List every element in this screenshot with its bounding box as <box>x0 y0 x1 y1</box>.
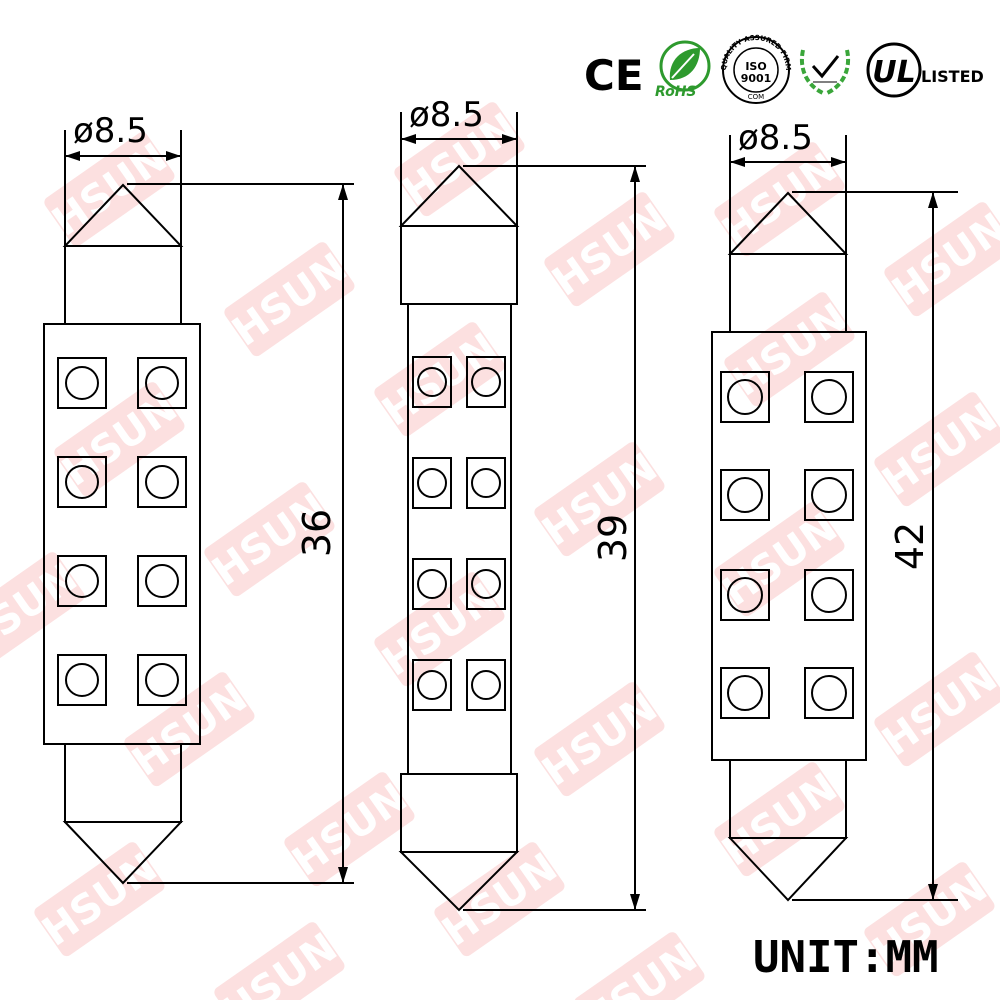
watermark-stamp: HSUN <box>724 292 856 407</box>
certification-logos: CE RoHS QUALITY ASSURED FIRM ISO 9001 CO… <box>584 34 984 104</box>
watermark-stamp: HSUN <box>434 842 566 957</box>
ul-logo-icon: UL LISTED <box>866 42 984 98</box>
iso-logo-icon: QUALITY ASSURED FIRM ISO 9001 COM <box>720 34 792 104</box>
watermark-stamp: HSUN <box>714 502 846 617</box>
svg-text:RoHS: RoHS <box>655 84 697 100</box>
watermark-stamp: HSUN <box>214 922 346 1000</box>
bulb-2-top-cap <box>400 225 518 305</box>
check-leaf-logo-icon <box>800 49 850 96</box>
bulb-3-length-label: 42 <box>888 522 932 570</box>
watermark-stamp: HSUN <box>534 682 666 797</box>
svg-text:9001: 9001 <box>741 72 772 85</box>
watermark-stamp: HSUN <box>284 772 416 887</box>
watermark-stamp: HSUN <box>374 322 506 437</box>
svg-text:ISO: ISO <box>745 60 766 73</box>
bulb-1-diameter-label: ø8.5 <box>73 111 148 151</box>
bulb-1-bottom-tip <box>62 821 184 885</box>
bulb-2-diameter-label: ø8.5 <box>409 95 484 135</box>
svg-text:HSUN: HSUN <box>214 924 345 1000</box>
bulb-2-bottom-cap <box>400 773 518 853</box>
ce-mark-icon: CE <box>584 51 644 100</box>
watermark-stamp: HSUN <box>54 382 186 497</box>
svg-text:COM: COM <box>748 93 764 101</box>
bulb-1-led-grid <box>57 357 187 706</box>
bulb-3-diameter-label: ø8.5 <box>738 118 813 158</box>
bulb-1-top-neck <box>64 245 182 325</box>
bulb-3-led-grid <box>720 371 854 719</box>
svg-text:LISTED: LISTED <box>921 67 984 86</box>
bulb-2-length-label: 39 <box>591 514 635 562</box>
bulb-3-bottom-tip <box>727 837 849 902</box>
bulb-39mm <box>398 112 646 912</box>
watermark-stamp: HSUN <box>574 932 706 1000</box>
watermark-stamp: HSUN <box>124 672 256 787</box>
svg-text:UL: UL <box>872 55 915 90</box>
rohs-logo-icon: RoHS <box>655 40 711 100</box>
watermark-stamp: HSUN <box>714 762 846 877</box>
watermark-stamp: HSUN <box>874 652 1000 767</box>
unit-label: UNIT:MM <box>753 932 938 983</box>
bulb-42mm <box>711 135 958 902</box>
watermark-stamp: HSUN <box>544 192 676 307</box>
svg-text:CE: CE <box>584 51 644 100</box>
bulb-36mm <box>43 130 354 885</box>
watermark-stamp: HSUN <box>874 392 1000 507</box>
bulb-1-length-label: 36 <box>295 509 339 557</box>
watermark-stamp: HSUN <box>224 242 356 357</box>
bulb-2-bottom-tip <box>398 851 520 912</box>
bulb-2-led-grid <box>412 356 506 711</box>
watermark-layer: HSUNHSUNHSUNHSUNHSUNHSUNHSUNHSUNHSUNHSUN… <box>0 102 1000 1000</box>
watermark-stamp: HSUN <box>884 202 1000 317</box>
